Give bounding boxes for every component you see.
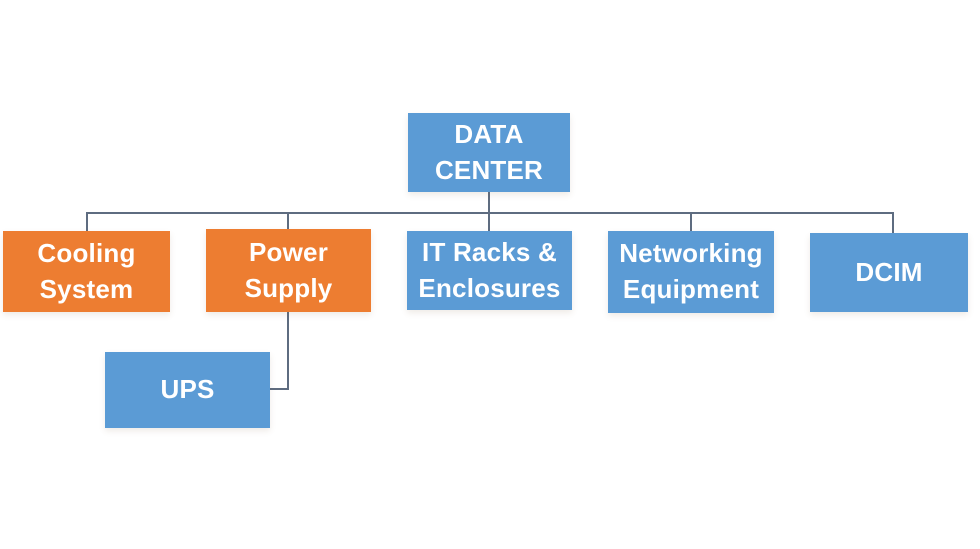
- node-it-racks-enclosures: IT Racks & Enclosures: [407, 231, 572, 310]
- node-cooling-system-label: Cooling System: [37, 237, 136, 304]
- connector-drop-networking: [690, 213, 692, 232]
- connector-drop-dcim: [892, 213, 894, 234]
- node-power-supply: Power Supply: [206, 229, 371, 312]
- node-data-center-label: DATA CENTER: [434, 118, 544, 185]
- connector-drop-it-racks: [488, 213, 490, 232]
- node-dcim-label: DCIM: [855, 256, 923, 287]
- node-it-racks-enclosures-label: IT Racks & Enclosures: [418, 236, 561, 303]
- node-cooling-system: Cooling System: [3, 231, 170, 312]
- connector-main-horizontal: [86, 212, 894, 214]
- connector-root-stem: [488, 192, 490, 213]
- connector-drop-cooling: [86, 213, 88, 232]
- connector-power-ups-vertical: [287, 312, 289, 390]
- node-data-center: DATA CENTER: [408, 113, 570, 192]
- connector-drop-power: [287, 213, 289, 230]
- node-dcim: DCIM: [810, 233, 968, 312]
- node-networking-equipment: Networking Equipment: [608, 231, 774, 313]
- node-power-supply-label: Power Supply: [244, 236, 333, 303]
- node-networking-equipment-label: Networking Equipment: [619, 238, 763, 304]
- node-ups-label: UPS: [160, 374, 215, 405]
- connector-power-ups-elbow: [270, 388, 289, 390]
- node-ups: UPS: [105, 352, 270, 428]
